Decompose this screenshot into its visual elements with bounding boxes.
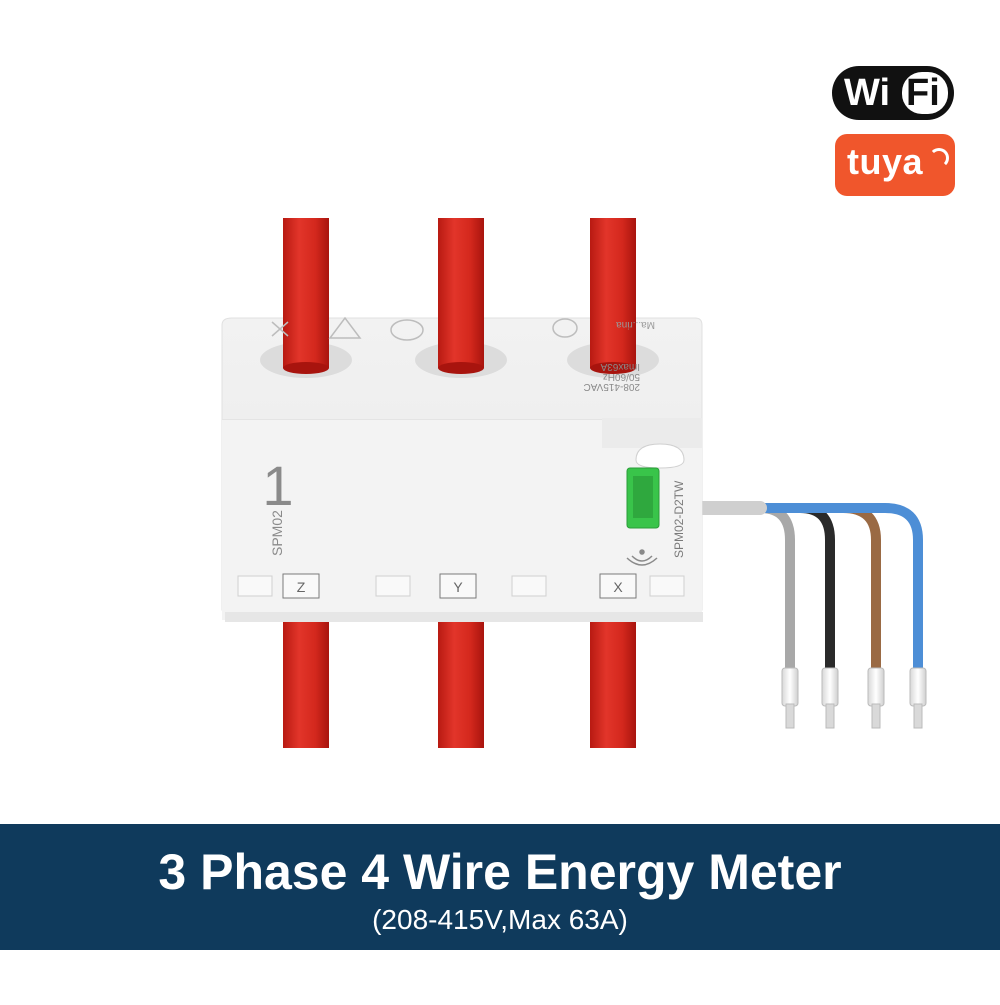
channel-mark: 1 [262,454,293,517]
wifi-badge-right: Fi [906,72,940,114]
top-markings [271,316,578,341]
footer-banner: 3 Phase 4 Wire Energy Meter (208-415V,Ma… [0,824,1000,950]
terminal-strip [237,573,685,599]
wifi-badge-right-box: Fi [902,72,948,114]
rating-voltage: 208-415VAC [583,381,640,392]
green-connector [626,443,685,529]
wire-ferrules [781,667,927,729]
cable-x-bottom [590,622,636,748]
tuya-badge-label: tuya [847,141,924,182]
terminal-slot [237,575,273,597]
cable-holes [260,218,659,378]
brand-logo-icon [552,318,578,338]
brand-mark: Ma...rina [616,319,655,330]
wifi-badge-left: Wi [844,72,891,114]
terminal-slot [511,575,547,597]
footer-title: 3 Phase 4 Wire Energy Meter [158,844,842,900]
cables-bottom [283,622,636,748]
wire-grey [695,503,795,675]
wire-blue [755,503,923,675]
terminal-label-y: Y [453,579,463,595]
tuya-signal-icon [929,148,949,168]
cable-y-bottom [438,622,484,748]
wire-brown [735,503,881,675]
wire-black [715,503,835,675]
ferrule-grey [781,667,799,707]
model-front: SPM02-D2TW [672,480,686,558]
footer-subtitle: (208-415V,Max 63A) [372,904,628,935]
ferrule-brown [867,667,885,707]
signal-wires [693,501,923,675]
model-side: SPM02 [269,510,285,556]
terminal-label-x: X [613,579,623,595]
terminal-slot [649,575,685,597]
wireless-signal-icon [626,549,658,566]
rating-current: Imax63A [600,361,640,372]
x-symbol-icon [271,321,289,337]
terminal-slot [375,575,411,597]
wifi-badge: Wi Fi [832,66,954,120]
warning-triangle-icon [328,316,362,339]
ferrule-black [821,667,839,707]
recycle-mark-icon [390,319,424,341]
terminal-label-z: Z [297,579,306,595]
ferrule-blue [909,667,927,707]
tuya-badge: tuya [835,134,955,196]
rating-freq: 50/60Hz [603,371,640,382]
cable-z-bottom [283,622,329,748]
